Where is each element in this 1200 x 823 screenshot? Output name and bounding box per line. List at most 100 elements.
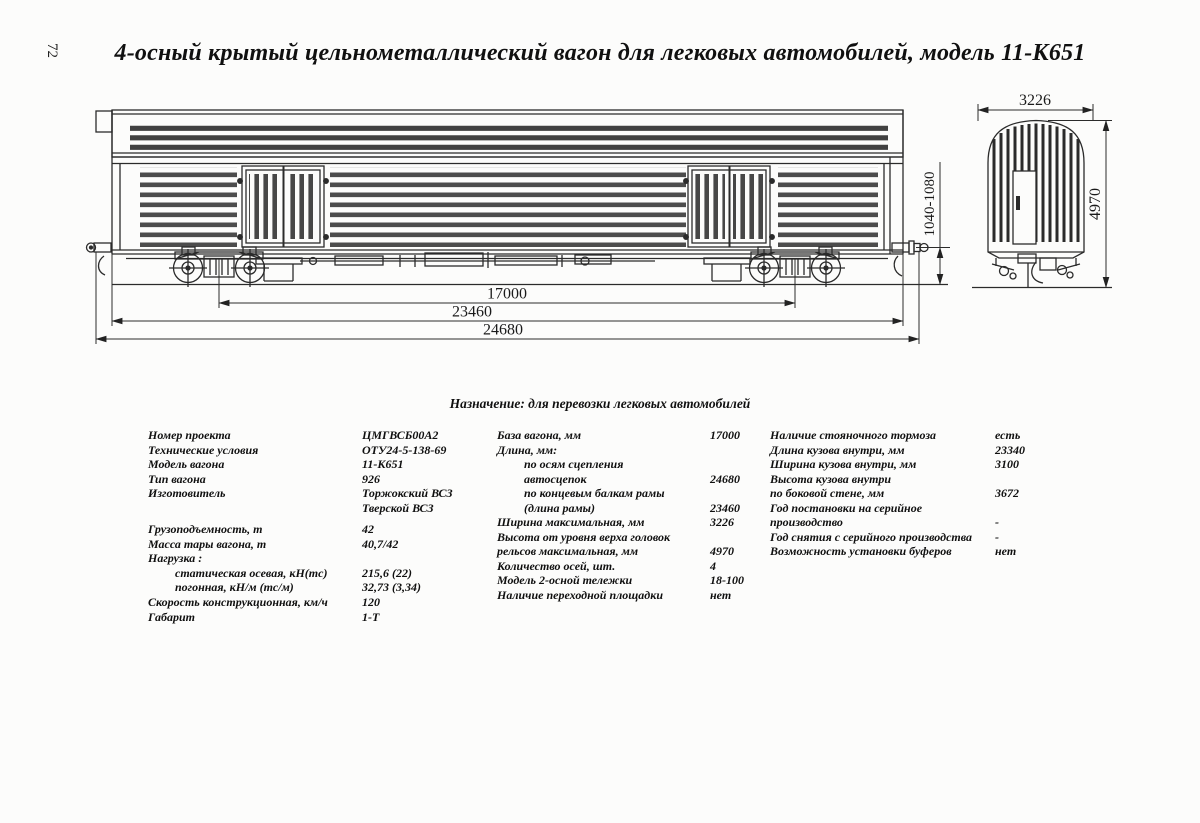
spec-value: 24680 — [710, 471, 740, 486]
dim-label-max-height: 4970 — [1087, 188, 1104, 220]
coupler-right — [891, 240, 929, 277]
spec-label: Длина кузова внутри, мм — [770, 442, 905, 457]
spec-row: погонная, кН/м (тс/м) 32,73 (3,34) — [148, 580, 493, 595]
spec-value: ЦМГВСБ00А2 — [362, 428, 439, 442]
spec-label: по концевым балкам рамы — [524, 486, 665, 501]
spec-row: Тип вагона 926 — [148, 472, 493, 487]
spec-value: 120 — [362, 595, 380, 610]
spec-row: статическая осевая, кН(тс) 215,6 (22) — [148, 566, 493, 581]
spec-row: Наличие переходной площадки нет — [497, 588, 765, 603]
spec-row: База вагона, мм 17000 — [497, 428, 765, 443]
spec-label: Количество осей, шт. — [497, 558, 616, 573]
spec-row: Тверской ВСЗ — [148, 501, 493, 516]
step-right — [703, 257, 751, 282]
spec-value: 3226 — [710, 515, 734, 530]
side-door-left — [237, 165, 329, 248]
spec-label: База вагона, мм — [497, 428, 582, 442]
dim-label-end-width: 3226 — [1019, 92, 1051, 109]
spec-gap — [148, 515, 493, 522]
spec-label: Модель 2-осной тележки — [497, 573, 633, 588]
spec-value: 215,6 (22) — [362, 565, 412, 580]
side-dimensions — [95, 162, 950, 344]
dim-label-frame-length: 23460 — [452, 304, 492, 321]
spec-label: Год снятия с серийного производства — [770, 529, 973, 544]
spec-row: Изготовитель Торжокский ВСЗ — [148, 486, 493, 501]
spec-row: Скорость конструкционная, км/ч 120 — [148, 595, 493, 610]
dim-label-coupler-length: 24680 — [483, 322, 523, 339]
spec-label: Технические условия — [148, 442, 259, 457]
spec-label: по боковой стене, мм — [770, 486, 885, 501]
spec-value: 3672 — [995, 486, 1019, 501]
spec-row: Номер проекта ЦМГВСБ00А2 — [148, 428, 493, 443]
spec-value: нет — [710, 588, 732, 603]
spec-label: Наличие переходной площадки — [497, 588, 664, 603]
spec-row: Высота от уровня верха головок — [497, 530, 765, 545]
spec-row: Количество осей, шт.4 — [497, 559, 765, 574]
end-view — [972, 119, 1112, 289]
spec-column-general: Номер проекта ЦМГВСБ00А2 Технические усло… — [148, 428, 493, 624]
spec-value: 40,7/42 — [362, 536, 399, 551]
spec-row: автосцепок 24680 — [497, 472, 765, 487]
spec-table: Номер проекта ЦМГВСБ00А2 Технические усло… — [0, 428, 1200, 628]
spec-value: нет — [995, 544, 1017, 559]
spec-row: Возможность установки буферов нет — [770, 544, 1082, 559]
spec-label: Модель вагона — [148, 457, 225, 472]
spec-value: 32,73 (3,34) — [362, 580, 421, 595]
spec-row: по боковой стене, мм 3672 — [770, 486, 1082, 501]
end-dimensions — [977, 104, 1112, 289]
spec-row: Год снятия с серийного производства- — [770, 530, 1082, 545]
page-title: 4-осный крытый цельнометаллический вагон… — [114, 40, 1086, 66]
spec-value: 4970 — [710, 544, 734, 559]
spec-label: Номер проекта — [148, 428, 231, 442]
spec-row: Модель 2-осной тележки 18-100 — [497, 573, 765, 588]
spec-label: Возможность установки буферов — [770, 544, 952, 559]
spec-label: (длина рамы) — [524, 500, 595, 515]
spec-row: производство - — [770, 515, 1082, 530]
spec-value: 23460 — [710, 500, 740, 515]
spec-value: - — [995, 515, 999, 530]
spec-label: Нагрузка : — [148, 551, 203, 566]
coupler-left — [85, 242, 112, 276]
spec-row: Масса тары вагона, т 40,7/42 — [148, 537, 493, 552]
spec-label: Скорость конструкционная, км/ч — [148, 595, 328, 610]
spec-label: Тип вагона — [148, 471, 206, 486]
spec-label: Длина, мм: — [497, 442, 558, 457]
brake-rigging — [300, 252, 655, 268]
spec-label: погонная, кН/м (тс/м) — [175, 580, 294, 595]
spec-value: 926 — [362, 471, 380, 486]
spec-row: Ширина кузова внутри, мм 3100 — [770, 457, 1082, 472]
spec-label: Габарит — [148, 609, 195, 624]
side-door-right — [683, 165, 775, 248]
spec-row: Длина, мм: — [497, 443, 765, 458]
spec-value: 18-100 — [710, 573, 744, 588]
spec-label: Наличие стояночного тормоза — [770, 428, 937, 442]
spec-label: Масса тары вагона, т — [148, 536, 267, 551]
spec-row: Высота кузова внутри — [770, 472, 1082, 487]
spec-value: 11-К651 — [362, 457, 404, 472]
spec-value: 3100 — [995, 457, 1019, 472]
spec-row: Модель вагона 11-К651 — [148, 457, 493, 472]
spec-row: рельсов максимальная, мм 4970 — [497, 544, 765, 559]
spec-label: Грузоподъемность, т — [148, 522, 263, 537]
spec-label: автосцепок — [524, 471, 587, 486]
spec-row: Год постановки на серийное — [770, 501, 1082, 516]
spec-label: производство — [770, 515, 843, 530]
spec-label: Год постановки на серийное — [770, 500, 923, 515]
spec-label: рельсов максимальная, мм — [497, 544, 639, 559]
spec-label: Ширина кузова внутри, мм — [770, 457, 917, 472]
spec-label: Изготовитель — [148, 486, 226, 501]
dim-label-bogie-base: 17000 — [487, 286, 527, 303]
spec-value: Торжокский ВСЗ — [362, 486, 453, 501]
spec-label: Высота от уровня верха головок — [497, 529, 671, 544]
purpose-line: Назначение: для перевозки легковых автом… — [449, 396, 751, 411]
spec-value: 17000 — [710, 428, 740, 442]
spec-label: Высота кузова внутри — [770, 471, 892, 486]
spec-label: статическая осевая, кН(тс) — [175, 565, 328, 580]
